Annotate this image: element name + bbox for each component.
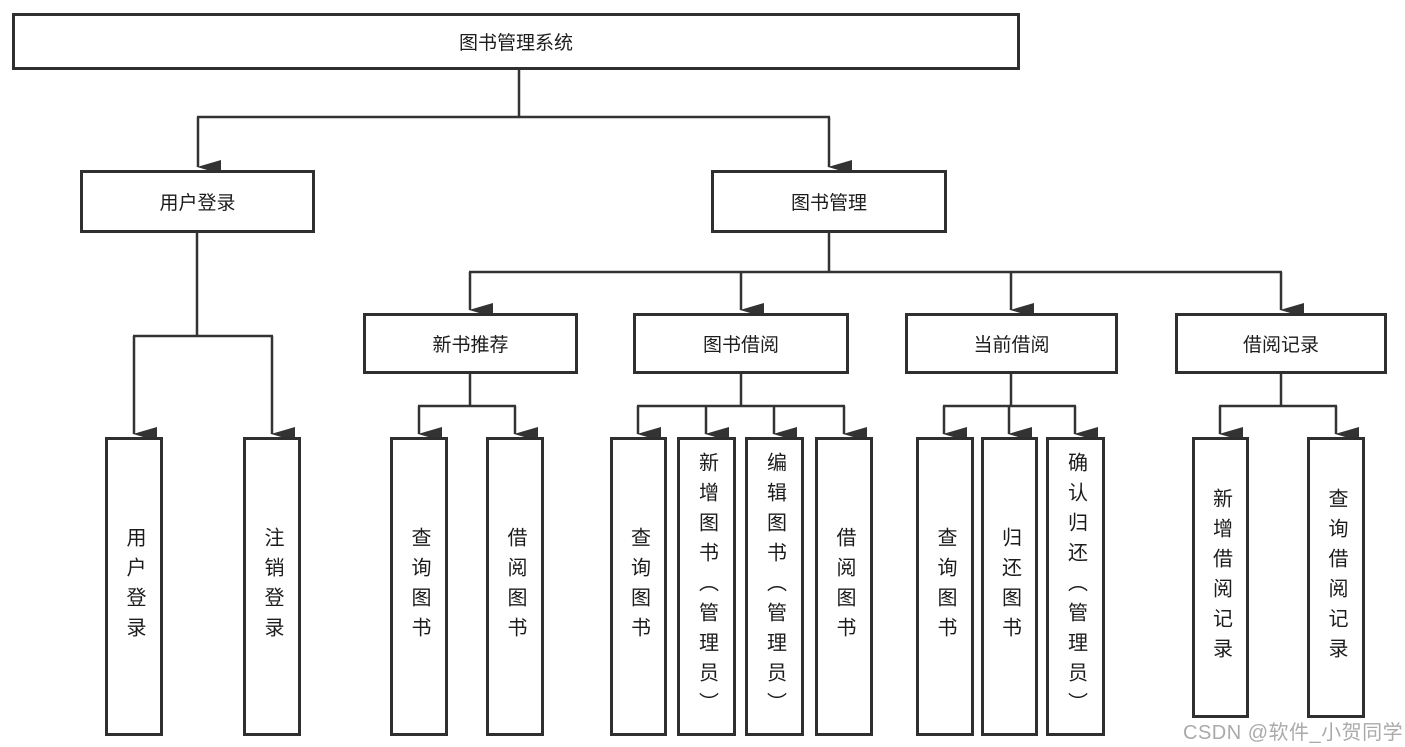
node-borrowing-records: 借阅记录: [1175, 313, 1387, 374]
node-new-book-recommendation: 新书推荐: [363, 313, 578, 374]
connector-root-to-level2: [196, 70, 852, 174]
node-library-management-system: 图书管理系统: [12, 13, 1020, 70]
node-add-borrow-record: 新增借阅记录: [1192, 437, 1249, 718]
node-confirm-return-admin: 确认归还（管理员）: [1046, 437, 1105, 736]
node-user-login-leaf: 用户登录: [105, 437, 163, 736]
node-query-books-current: 查询图书: [916, 437, 974, 736]
node-edit-book-admin: 编辑图书（管理员）: [745, 437, 804, 736]
node-book-borrowing: 图书借阅: [633, 313, 849, 374]
node-query-borrow-record: 查询借阅记录: [1307, 437, 1365, 718]
node-logout: 注销登录: [243, 437, 301, 736]
node-query-books-borrowing: 查询图书: [610, 437, 667, 736]
connector-user-login-children: [132, 233, 295, 441]
connector-book-mgmt-to-level3: [468, 233, 1304, 317]
node-user-login: 用户登录: [80, 170, 315, 233]
node-add-book-admin: 新增图书（管理员）: [677, 437, 736, 736]
node-current-borrowing: 当前借阅: [905, 313, 1118, 374]
node-book-management: 图书管理: [711, 170, 947, 233]
node-borrow-books-rec: 借阅图书: [486, 437, 544, 736]
connector-records-children: [1218, 374, 1359, 441]
watermark: CSDN @软件_小贺同学: [1183, 722, 1404, 744]
node-return-books: 归还图书: [981, 437, 1038, 736]
connector-current-children: [942, 374, 1098, 441]
connector-new-rec-children: [417, 374, 538, 441]
connector-borrowing-children: [636, 374, 867, 441]
node-borrow-books-borrowing: 借阅图书: [815, 437, 873, 736]
node-query-books-rec: 查询图书: [390, 437, 448, 736]
